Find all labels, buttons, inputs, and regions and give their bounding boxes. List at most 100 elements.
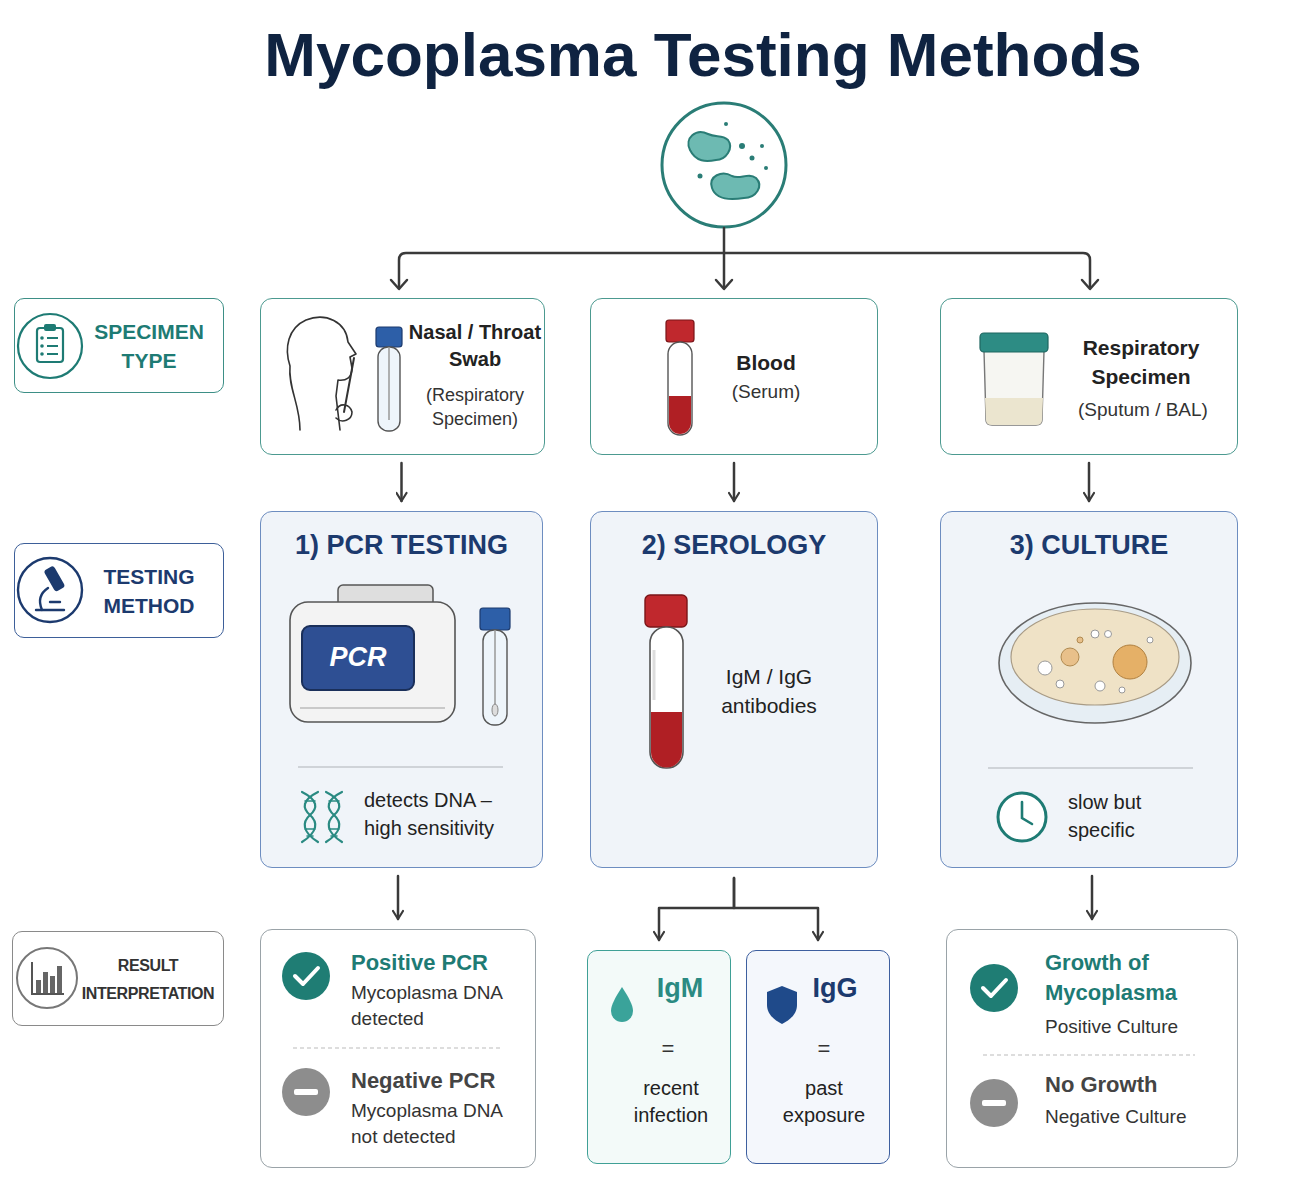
machine-body	[290, 602, 455, 722]
helix-rungs	[329, 801, 339, 836]
microscope-arm	[40, 588, 48, 610]
node-heading: Blood	[716, 349, 816, 377]
minus-bar	[982, 1100, 1006, 1106]
particle-dot	[724, 122, 728, 126]
particle-dot	[698, 174, 703, 179]
swab-stick	[344, 358, 354, 412]
chart-bar	[36, 980, 41, 993]
colony	[1095, 681, 1105, 691]
colony	[1056, 680, 1064, 688]
list-lines	[47, 338, 58, 354]
dna-icon	[302, 792, 342, 842]
colony	[1091, 630, 1099, 638]
node-heading: Positive PCR	[351, 948, 521, 978]
node-text: recent infection	[616, 1075, 726, 1129]
colony	[1105, 631, 1112, 638]
clock-hands	[1022, 802, 1032, 824]
bacterium	[711, 174, 759, 199]
particle-dot	[739, 143, 745, 149]
helix-strand	[302, 792, 318, 842]
helix-strand	[302, 792, 318, 842]
branch-line	[723, 228, 726, 288]
node-heading: 2) SEROLOGY	[591, 528, 877, 562]
machine-lid	[338, 585, 433, 615]
minus-icon	[970, 1079, 1018, 1127]
node-heading: SPECIMEN TYPE	[87, 317, 211, 375]
node-text: detects DNA – high sensitivity	[364, 786, 534, 842]
pcr-machine	[290, 585, 455, 722]
list-dot	[40, 344, 44, 348]
icon-circle	[18, 314, 82, 378]
method-box: 3) CULTUREslow but specific	[940, 511, 1238, 868]
particle-dot	[750, 156, 755, 161]
clock-icon	[998, 793, 1046, 841]
tube-shine	[653, 650, 656, 700]
shield-icon	[767, 986, 797, 1024]
list-dot	[40, 336, 44, 340]
dashed-divider	[983, 1054, 1195, 1055]
node-text: =	[774, 1035, 874, 1063]
tube-cap	[666, 320, 694, 342]
result-box: Growth of MycoplasmaPositive CultureNo G…	[946, 929, 1238, 1168]
cup-liquid	[985, 398, 1043, 425]
colony	[1119, 687, 1125, 693]
flow-arrow	[1091, 876, 1094, 919]
divider-line	[988, 767, 1193, 768]
particle-dot	[760, 144, 764, 148]
chart-bar	[50, 976, 55, 993]
pcr-tube	[480, 608, 510, 725]
arrow-head	[716, 280, 732, 289]
tube-body	[483, 630, 507, 725]
minus-bar	[294, 1089, 318, 1095]
blood-fill	[669, 396, 691, 434]
node-heading: TESTING METHOD	[87, 562, 211, 620]
tube-cap	[480, 608, 510, 630]
cup-lid	[980, 333, 1048, 352]
minus-circle	[282, 1068, 330, 1116]
clipboard-clip	[44, 324, 56, 331]
flow-arrow	[659, 878, 734, 940]
cup-body	[984, 351, 1044, 425]
node-text: (Serum)	[716, 379, 816, 405]
flow-arrow	[397, 876, 400, 919]
flow-arrow	[1088, 463, 1091, 501]
node-text: =	[618, 1035, 718, 1063]
branch-arrows	[391, 228, 1098, 289]
bacterium	[688, 132, 730, 161]
chart-axes	[32, 962, 64, 994]
method-box: 1) PCR TESTINGdetects DNA – high sensiti…	[260, 511, 543, 868]
check-icon	[970, 964, 1018, 1012]
node-heading: Growth of Mycoplasma	[1045, 948, 1195, 1008]
node-text: Positive Culture	[1045, 1014, 1225, 1040]
head-outline	[287, 317, 356, 430]
screen-label: PCR	[302, 639, 414, 675]
swab-stick	[388, 347, 390, 420]
specimen-box: Blood(Serum)	[590, 298, 878, 455]
node-heading: RESULT INTERPRETATION	[73, 952, 223, 1008]
node-heading: Nasal / Throat Swab	[407, 319, 543, 373]
diagram-title: Mycoplasma Testing Methods	[100, 16, 1306, 94]
tube-body	[650, 627, 683, 768]
specimen-box: Nasal / Throat Swab (Respiratory Specimen…	[260, 298, 545, 455]
row-label-box: RESULT INTERPRETATION	[12, 931, 224, 1026]
icon-circle	[662, 103, 786, 227]
petri-dish	[999, 603, 1191, 723]
list-dot	[40, 352, 44, 356]
tube-cap	[645, 595, 687, 627]
specimen-box: Respiratory Specimen(Sputum / BAL)	[940, 298, 1238, 455]
node-text: Negative Culture	[1045, 1104, 1225, 1130]
node-heading: Respiratory Specimen	[1071, 333, 1211, 391]
particle-dot	[764, 166, 768, 170]
result-box: IgG=past exposure	[746, 950, 890, 1164]
arrow-head	[391, 280, 407, 289]
check-mark	[295, 968, 318, 984]
tube-body	[378, 347, 400, 431]
dish-rim	[999, 603, 1191, 723]
node-text: (Respiratory Specimen)	[407, 383, 543, 431]
microscope-icon	[18, 558, 82, 622]
node-text: past exposure	[769, 1075, 879, 1129]
chart-icon	[17, 948, 77, 1008]
node-heading: 3) CULTURE	[941, 528, 1237, 562]
icon-circle	[17, 948, 77, 1008]
colony	[1061, 648, 1079, 666]
